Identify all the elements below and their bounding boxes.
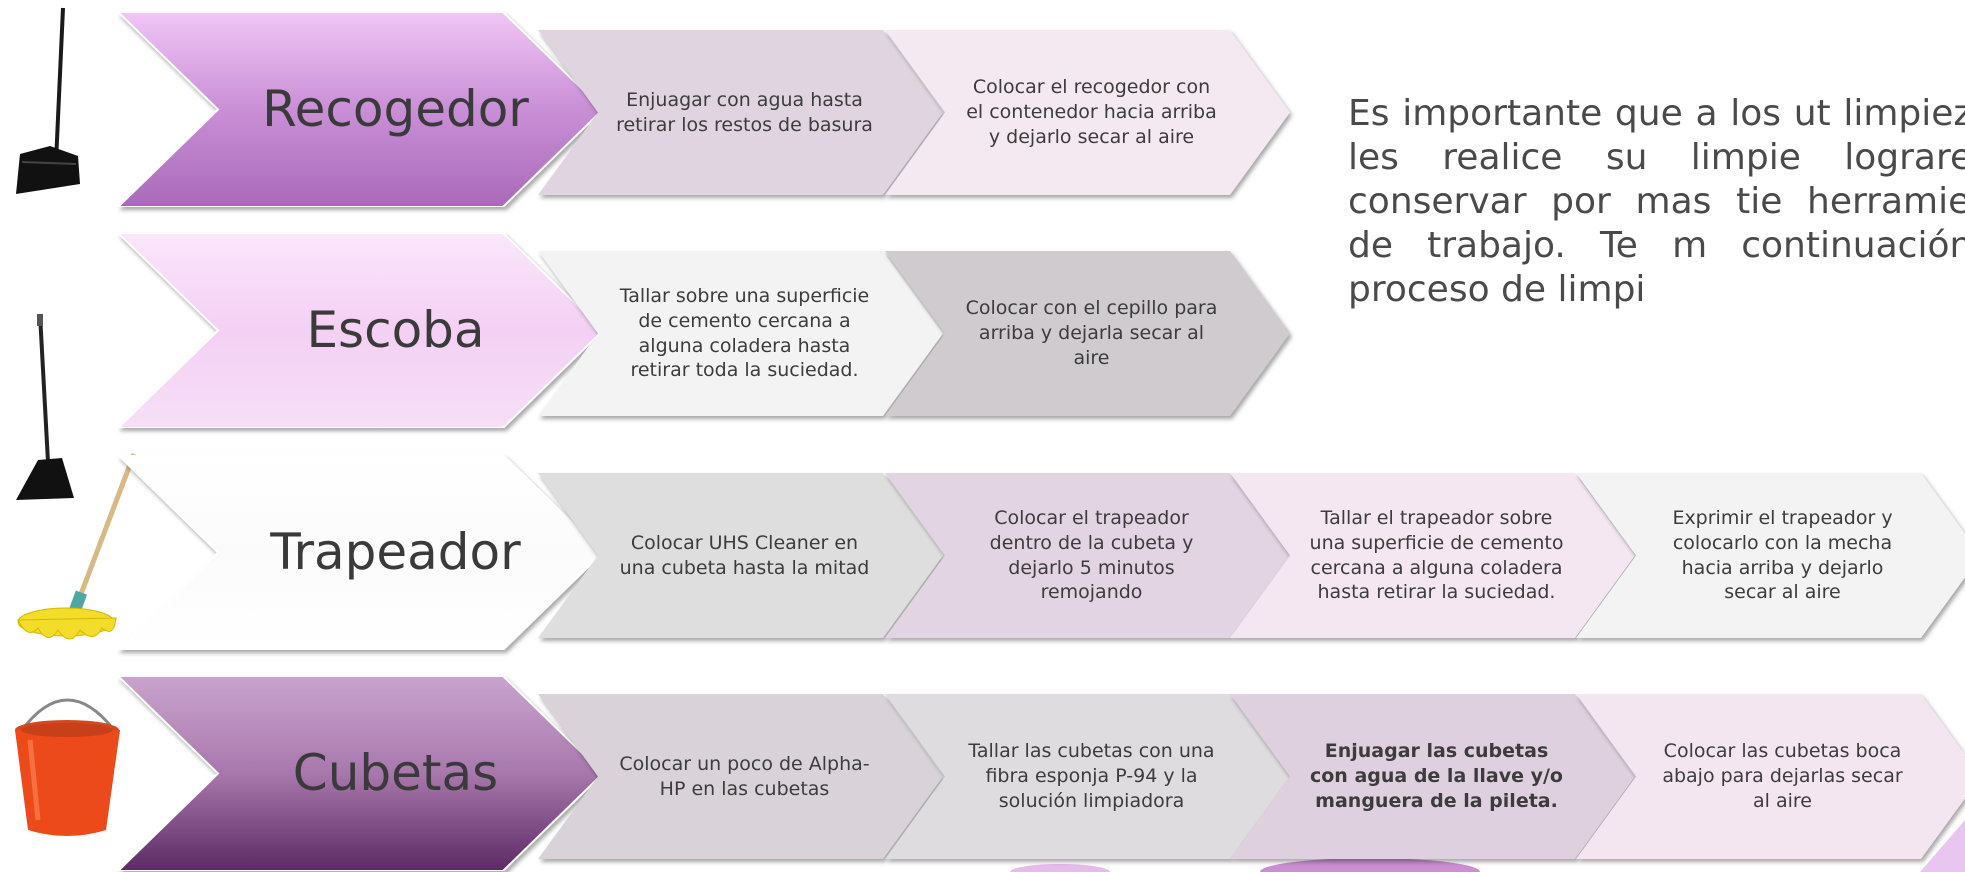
tool-label: Cubetas [292, 744, 499, 802]
process-step-text: Enjuagar las cubetas con agua de la llav… [1309, 740, 1563, 812]
tool-label: Escoba [306, 301, 485, 359]
tool-chevron-escoba: Escoba [118, 233, 603, 428]
process-step-text: Enjuagar con agua hasta retirar los rest… [616, 88, 873, 136]
tool-chevron-recogedor: Recogedor [118, 12, 603, 207]
process-step-text: Colocar un poco de Alpha- HP en las cube… [619, 752, 870, 800]
process-step: Colocar el trapeador dentro de la cubeta… [885, 473, 1290, 638]
process-step: Colocar un poco de Alpha- HP en las cube… [538, 694, 943, 859]
process-step: Colocar las cubetas boca abajo para deja… [1576, 694, 1965, 859]
process-step: Enjuagar las cubetas con agua de la llav… [1230, 694, 1635, 859]
process-step: Tallar sobre una superficie de cemento c… [538, 251, 943, 416]
decorative-shape [1260, 858, 1480, 872]
mop-icon [17, 453, 136, 640]
tool-chevron-cubetas: Cubetas [118, 676, 603, 871]
process-step-text: Colocar las cubetas boca abajo para deja… [1662, 740, 1903, 812]
decorative-shape [1920, 820, 1965, 872]
process-step-text: Tallar las cubetas con una fibra esponja… [968, 740, 1215, 812]
bucket-icon [15, 698, 120, 836]
tool-label: Recogedor [262, 80, 529, 138]
process-step-text: Tallar sobre una superficie de cemento c… [619, 285, 870, 382]
process-step-text: Colocar el trapeador dentro de la cubeta… [989, 507, 1194, 604]
tool-chevron-trapeador: Trapeador [118, 455, 603, 650]
tool-label: Trapeador [270, 523, 521, 581]
process-step-text: Colocar el recogedor con el contenedor h… [966, 76, 1217, 148]
intro-text: Es importante que a los ut limpieza se l… [1348, 93, 1965, 310]
process-step-text: Tallar el trapeador sobre una superficie… [1309, 507, 1564, 604]
decorative-shape [1010, 864, 1110, 872]
process-step-text: Exprimir el trapeador y colocarlo con la… [1672, 507, 1893, 604]
process-step: Tallar el trapeador sobre una superficie… [1230, 473, 1635, 638]
process-step: Enjuagar con agua hasta retirar los rest… [538, 30, 943, 195]
process-step: Colocar UHS Cleaner en una cubeta hasta … [538, 473, 943, 638]
process-step: Colocar con el cepillo para arriba y dej… [885, 251, 1290, 416]
process-step-text: Colocar UHS Cleaner en una cubeta hasta … [619, 531, 870, 579]
dustpan-icon [16, 7, 80, 194]
process-step: Tallar las cubetas con una fibra esponja… [885, 694, 1290, 859]
process-step: Colocar el recogedor con el contenedor h… [885, 30, 1290, 195]
broom-icon [16, 313, 74, 500]
process-step: Exprimir el trapeador y colocarlo con la… [1576, 473, 1965, 638]
process-step-text: Colocar con el cepillo para arriba y dej… [965, 297, 1218, 369]
